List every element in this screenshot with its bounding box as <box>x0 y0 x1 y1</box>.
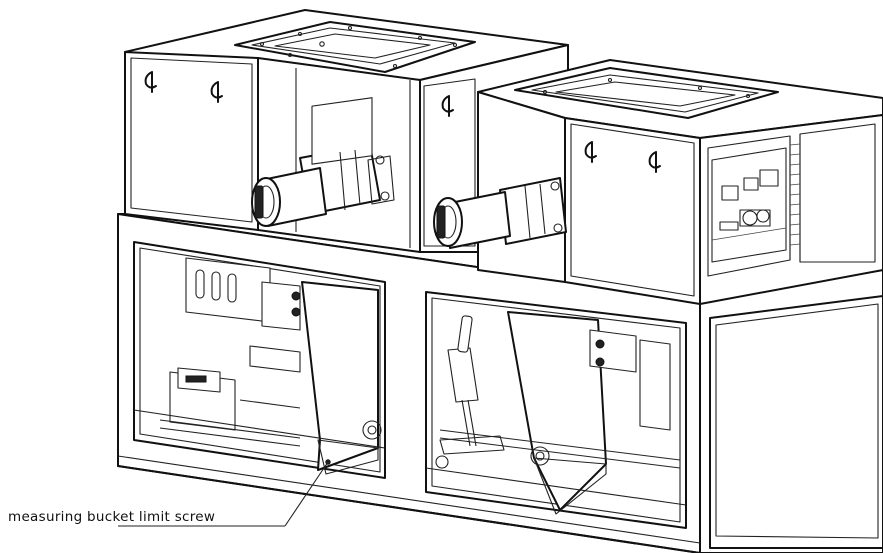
right-measuring-bucket <box>435 311 681 515</box>
door-handle-icon <box>648 151 661 173</box>
left-motor <box>251 97 395 227</box>
connector-strip <box>789 134 801 262</box>
right-motor <box>433 177 567 249</box>
door-handle-icon <box>441 95 454 117</box>
door-handle-icon <box>210 81 223 103</box>
callout-label-measuring-bucket-limit-screw: measuring bucket limit screw <box>8 509 216 525</box>
bottom-rails <box>133 409 687 506</box>
control-board <box>711 134 801 263</box>
door-handle-icon <box>144 71 157 93</box>
callout-leader <box>118 461 329 527</box>
door-handle-icon <box>584 141 597 163</box>
left-measuring-bucket <box>159 257 382 475</box>
